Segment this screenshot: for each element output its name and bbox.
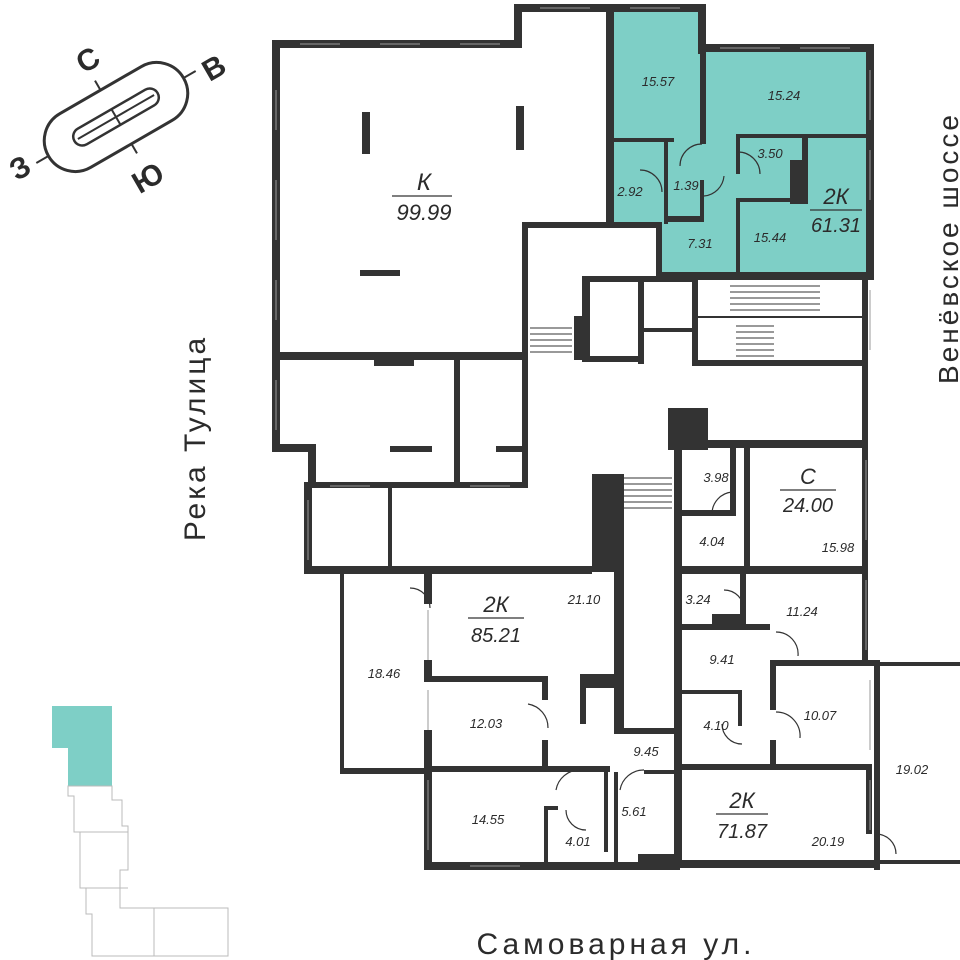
room-area: 9.45	[633, 744, 659, 759]
compass-west-label: З	[4, 149, 37, 187]
unit-commercial[interactable]: К 99.99	[392, 169, 452, 225]
room-area: 5.61	[621, 804, 646, 819]
building-minimap	[52, 706, 229, 957]
room-area: 10.07	[804, 708, 837, 723]
room-area: 1.39	[673, 178, 698, 193]
room-area: 4.04	[699, 534, 724, 549]
room-area: 14.55	[472, 812, 505, 827]
room-area: 19.02	[896, 762, 929, 777]
street-left-label: Река Тулица	[179, 335, 212, 541]
windows	[275, 7, 871, 867]
compass-north-label: С	[71, 41, 106, 80]
street-right-label: Венёвское шоссе	[933, 112, 960, 384]
room-area: 4.10	[703, 718, 729, 733]
unit-highlighted-area: 61.31	[811, 215, 861, 237]
room-area: 4.01	[565, 834, 590, 849]
room-area: 12.03	[470, 716, 503, 731]
unit-apt-left-area: 85.21	[471, 625, 521, 647]
room-area: 18.46	[368, 666, 401, 681]
stairs	[530, 285, 820, 509]
room-area: 3.50	[757, 146, 783, 161]
unit-studio-area: 24.00	[782, 495, 833, 517]
unit-studio-code: С	[800, 464, 816, 489]
street-bottom-label: Самоварная ул.	[477, 928, 756, 960]
room-area: 2.92	[616, 184, 643, 199]
room-area: 7.31	[687, 236, 712, 251]
unit-studio[interactable]: С 24.00	[780, 464, 836, 517]
room-area: 3.24	[685, 592, 710, 607]
highlighted-apartment[interactable]	[614, 10, 868, 272]
room-area: 3.98	[703, 470, 729, 485]
room-labels: 15.57 15.24 3.50 2.92 1.39 7.31 15.44 3.…	[368, 74, 929, 849]
unit-highlighted[interactable]: 2К 61.31	[810, 184, 862, 237]
unit-apt-right-code: 2К	[728, 788, 755, 813]
room-area: 15.57	[642, 74, 675, 89]
room-area: 20.19	[811, 834, 845, 849]
room-area: 21.10	[567, 592, 601, 607]
unit-apt-right-area: 71.87	[717, 821, 768, 843]
room-area: 15.98	[822, 540, 855, 555]
room-area: 15.44	[754, 230, 787, 245]
room-area: 9.41	[709, 652, 734, 667]
compass-south-label: Ю	[127, 156, 170, 200]
unit-apt-left[interactable]: 2К 85.21	[468, 592, 524, 647]
room-area: 11.24	[786, 604, 818, 619]
unit-commercial-code: К	[417, 169, 433, 196]
unit-apt-right[interactable]: 2К 71.87	[716, 788, 768, 843]
unit-commercial-area: 99.99	[396, 200, 451, 225]
compass-east-label: В	[197, 49, 232, 88]
doors	[409, 143, 897, 855]
unit-apt-left-code: 2К	[482, 592, 509, 617]
room-area: 15.24	[768, 88, 801, 103]
compass: С В Ю З	[4, 41, 232, 201]
unit-highlighted-code: 2К	[822, 184, 849, 209]
